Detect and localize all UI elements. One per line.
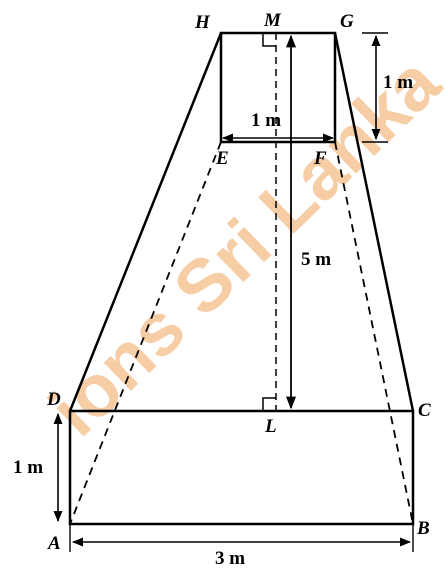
edge-GC — [333, 32, 415, 412]
label-M: M — [263, 10, 282, 31]
dimension-label-base-height: 1 m — [13, 457, 43, 478]
dimension-label-frustum-height: 5 m — [301, 249, 331, 270]
label-H: H — [194, 12, 211, 33]
right-angle-mark-M — [262, 33, 276, 47]
dimension-label-top-height: 1 m — [383, 72, 413, 93]
bottom-face-rectangle — [68, 409, 415, 526]
label-D: D — [46, 389, 61, 410]
right-angle-mark-L — [262, 397, 276, 411]
hidden-edge-FB — [334, 141, 414, 525]
dimension-label-base-width: 3 m — [215, 548, 245, 569]
label-A: A — [47, 533, 61, 554]
hidden-edge-EA — [69, 141, 222, 525]
watermark: ions Sri Lanka — [33, 40, 445, 452]
label-C: C — [418, 400, 431, 421]
edge-HD — [68, 32, 223, 412]
label-E: E — [215, 148, 229, 169]
label-B: B — [416, 518, 430, 539]
label-G: G — [340, 11, 354, 32]
dimension-label-top-width: 1 m — [251, 110, 281, 131]
label-F: F — [313, 148, 327, 169]
label-L: L — [264, 416, 277, 437]
